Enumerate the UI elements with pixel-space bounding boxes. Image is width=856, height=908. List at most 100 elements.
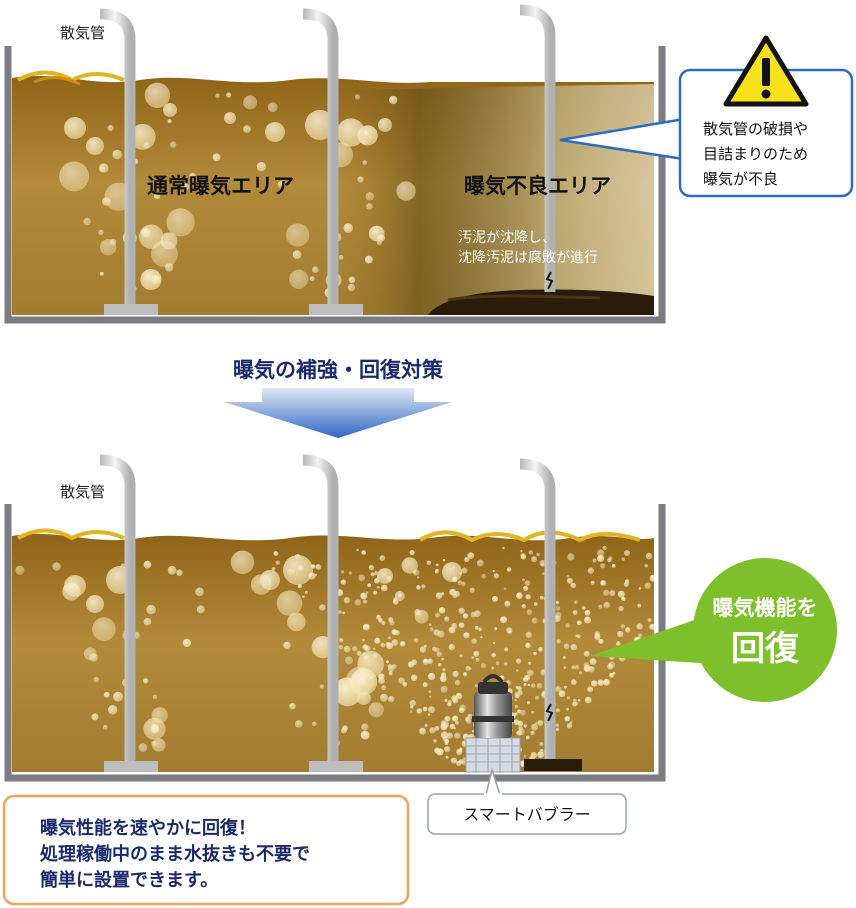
bubble: [570, 582, 577, 589]
bubble: [685, 567, 690, 572]
bubble: [336, 118, 365, 147]
bubble: [381, 685, 387, 691]
bubble: [669, 573, 675, 579]
bubble: [181, 182, 190, 191]
bubble: [458, 707, 465, 714]
bubble: [530, 730, 535, 736]
device-label: スマートバブラー: [463, 805, 591, 824]
bubble: [518, 728, 525, 736]
bubble: [151, 740, 157, 747]
bubble: [465, 665, 471, 671]
bubble: [396, 181, 416, 201]
bubble: [458, 622, 465, 628]
bubble: [360, 730, 370, 740]
bubble: [428, 690, 432, 694]
sludge-text-line1: 汚泥が沈降し、: [458, 230, 556, 246]
bubble: [362, 639, 365, 642]
bubble: [558, 690, 566, 698]
bubble: [556, 601, 560, 605]
bubble: [143, 678, 149, 684]
bubble: [437, 662, 442, 667]
bubble: [578, 671, 583, 675]
bubble: [478, 627, 483, 632]
bubble: [574, 665, 580, 670]
bubble: [338, 255, 344, 260]
bubble: [243, 95, 258, 110]
bubble: [471, 729, 475, 733]
bubble: [410, 674, 418, 682]
bubble: [444, 746, 451, 753]
bubble: [566, 696, 571, 700]
bubble: [458, 748, 463, 753]
bubble: [302, 595, 305, 599]
bubble: [576, 620, 582, 626]
bubble: [373, 653, 378, 659]
bubble: [531, 683, 536, 688]
bubble: [401, 557, 418, 574]
bubble: [536, 682, 543, 689]
bubble: [597, 549, 605, 557]
bubble: [555, 606, 561, 611]
bubble: [458, 607, 465, 615]
bubble: [591, 680, 598, 687]
bubble: [461, 567, 468, 574]
bubble: [608, 556, 613, 561]
callout-line3: 曝気が不良: [703, 170, 778, 188]
bubble: [480, 636, 483, 639]
bubble: [419, 727, 426, 735]
bubble: [503, 662, 508, 666]
bubble: [583, 650, 590, 657]
bubble: [146, 604, 156, 615]
bubble: [358, 574, 366, 582]
bubble: [344, 656, 353, 665]
bubble: [527, 683, 531, 687]
bubble: [463, 672, 468, 677]
bubble: [381, 620, 386, 626]
sludge-text-line2: 沈降汚泥は腐敗が進行: [458, 249, 598, 266]
bubble: [83, 217, 91, 226]
bubble: [454, 679, 461, 686]
bubble: [341, 570, 345, 574]
top-pipe-label: 散気管: [60, 24, 105, 42]
bubble: [398, 677, 405, 684]
bubble: [644, 582, 651, 589]
bubble: [637, 603, 642, 608]
bubble: [523, 755, 527, 758]
bubble: [598, 604, 603, 609]
bubble: [92, 617, 116, 641]
bubble: [442, 735, 449, 742]
bubble: [435, 563, 439, 567]
bubble: [587, 567, 595, 574]
warning-triangle-icon: [723, 35, 809, 107]
bubble: [363, 599, 368, 604]
bubble: [540, 562, 545, 567]
bubble: [500, 616, 508, 624]
bubble: [373, 590, 378, 595]
bubble: [600, 580, 607, 587]
bubble: [386, 660, 389, 664]
bubble: [435, 612, 441, 618]
bubble: [378, 118, 392, 132]
bubble: [434, 726, 440, 731]
bubble: [276, 590, 303, 616]
bubble: [517, 690, 523, 696]
bubble: [537, 720, 544, 726]
bubble: [688, 578, 691, 581]
bubble: [555, 708, 560, 713]
bubble: [433, 739, 437, 743]
bubble: [362, 652, 366, 656]
bubble: [388, 695, 395, 703]
bubble: [618, 606, 624, 612]
bubble: [603, 678, 610, 686]
bubble: [429, 623, 432, 626]
bubble: [467, 552, 475, 560]
bubble: [385, 641, 391, 647]
bubble: [572, 698, 577, 703]
bubble: [427, 713, 431, 716]
bubble: [342, 725, 348, 732]
bubble: [435, 592, 443, 599]
bubble: [271, 567, 276, 571]
bubble: [445, 755, 449, 759]
bubble: [502, 546, 505, 550]
bubble: [616, 641, 621, 646]
